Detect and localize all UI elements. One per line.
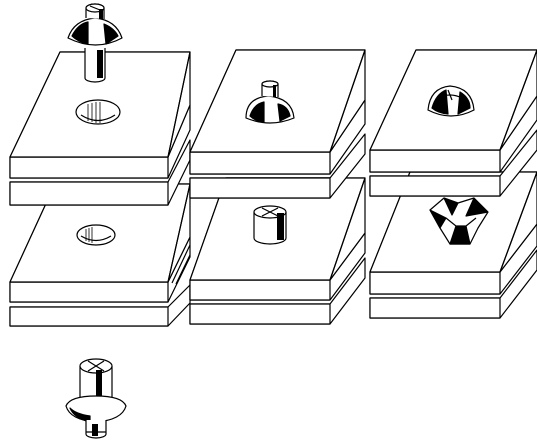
plate-stack-top-left <box>10 52 190 205</box>
plate-stack-top-middle <box>190 50 365 198</box>
split-petal-head-icon <box>430 198 488 244</box>
domed-head-icon <box>428 86 474 116</box>
seated-rivet-icon <box>246 81 294 123</box>
plate-stack-bottom-left <box>10 184 190 326</box>
plate-stack-top-right <box>370 50 537 196</box>
rivet-above-icon <box>68 4 122 82</box>
plate-stack-bottom-right <box>370 172 537 318</box>
plate-stack-bottom-middle <box>190 178 365 324</box>
hole-bottom-left <box>77 225 115 245</box>
rivet-below-icon <box>66 359 126 438</box>
cut-stem-icon <box>254 206 286 244</box>
